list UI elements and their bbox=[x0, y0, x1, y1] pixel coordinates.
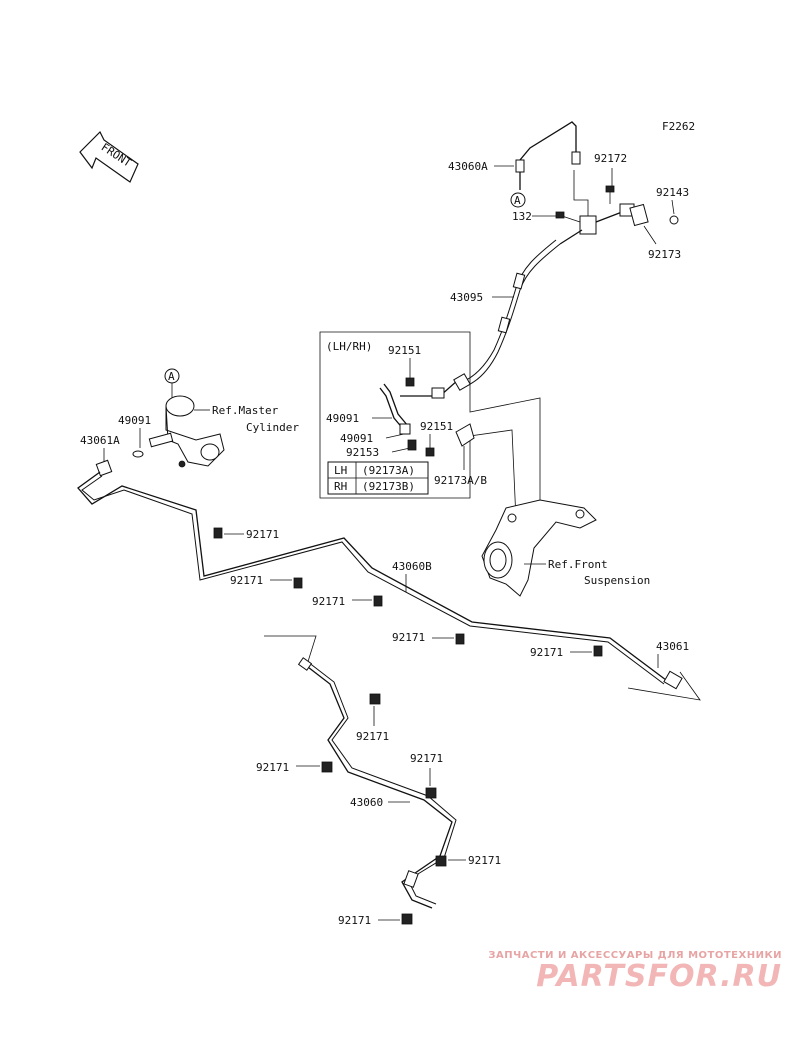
label-49091-b: 49091 bbox=[340, 432, 373, 445]
marker-a-master-text: A bbox=[168, 370, 175, 383]
clamp-92171-b bbox=[293, 577, 303, 589]
label-43061A: 43061A bbox=[80, 434, 120, 447]
marker-a-top-text: A bbox=[514, 194, 521, 207]
label-49091-a: 49091 bbox=[326, 412, 359, 425]
label-49091-c: 49091 bbox=[118, 414, 151, 427]
label-43095: 43095 bbox=[450, 291, 483, 304]
front-arrow-icon: FRONT bbox=[79, 130, 139, 183]
label-132: 132 bbox=[512, 210, 532, 223]
label-92151-b: 92151 bbox=[420, 420, 453, 433]
label-43060A: 43060A bbox=[448, 160, 488, 173]
clamp-92171-h bbox=[425, 787, 437, 799]
label-92143: 92143 bbox=[656, 186, 689, 199]
label-92171-h: 92171 bbox=[410, 752, 443, 765]
hose-43095 bbox=[455, 239, 561, 389]
label-92171-b: 92171 bbox=[230, 574, 263, 587]
label-92171-g: 92171 bbox=[256, 761, 289, 774]
front-suspension-knuckle bbox=[481, 499, 597, 597]
ref-master-line2: Cylinder bbox=[246, 421, 299, 434]
label-92171-a: 92171 bbox=[246, 528, 279, 541]
label-92173: 92173 bbox=[648, 248, 681, 261]
watermark-logo: PARTSFOR.RU bbox=[536, 959, 782, 994]
clamp-92171-d bbox=[455, 633, 465, 645]
table-rh-part: (92173B) bbox=[362, 480, 415, 493]
clamp-92171-i bbox=[435, 855, 447, 867]
marker-a-top bbox=[510, 192, 526, 208]
table-lh-side: LH bbox=[334, 464, 347, 477]
ref-master-line1: Ref.Master bbox=[212, 404, 279, 417]
label-43061: 43061 bbox=[656, 640, 689, 653]
clamp-92171-c bbox=[373, 595, 383, 607]
clamp-92171-e bbox=[593, 645, 603, 657]
clamp-92171-j bbox=[401, 913, 413, 925]
label-92171-e: 92171 bbox=[530, 646, 563, 659]
watermark: ЗАПЧАСТИ И АКСЕССУАРЫ ДЛЯ МОТОТЕХНИКИ PA… bbox=[488, 950, 782, 993]
pipe-43060B bbox=[77, 471, 667, 685]
label-43060B: 43060B bbox=[392, 560, 432, 573]
table-lh-part: (92173A) bbox=[362, 464, 415, 477]
master-cylinder bbox=[148, 395, 225, 468]
table-rh-side: RH bbox=[334, 480, 347, 493]
label-92171-d: 92171 bbox=[392, 631, 425, 644]
lhrh-label: (LH/RH) bbox=[326, 340, 372, 353]
clamp-92171-g bbox=[321, 761, 333, 773]
label-92171-j: 92171 bbox=[338, 914, 371, 927]
label-92172: 92172 bbox=[594, 152, 627, 165]
pipe-43060A bbox=[515, 121, 581, 190]
clamp-92171-f bbox=[369, 693, 381, 705]
label-92153: 92153 bbox=[346, 446, 379, 459]
ref-front-line1: Ref.Front bbox=[548, 558, 608, 571]
label-92171-c: 92171 bbox=[312, 595, 345, 608]
clamp-92171-a bbox=[213, 527, 223, 539]
lhrh-table bbox=[327, 461, 429, 495]
figure-code: F2262 bbox=[662, 120, 695, 133]
watermark-top-text: ЗАПЧАСТИ И АКСЕССУАРЫ ДЛЯ МОТОТЕХНИКИ bbox=[488, 950, 782, 961]
label-43060: 43060 bbox=[350, 796, 383, 809]
label-92173AB: 92173A/B bbox=[434, 474, 487, 487]
ref-front-line2: Suspension bbox=[584, 574, 650, 587]
label-92151-a: 92151 bbox=[388, 344, 421, 357]
junction-block bbox=[555, 185, 679, 245]
label-92171-i: 92171 bbox=[468, 854, 501, 867]
pipe-43060 bbox=[264, 635, 457, 909]
label-92171-f: 92171 bbox=[356, 730, 389, 743]
